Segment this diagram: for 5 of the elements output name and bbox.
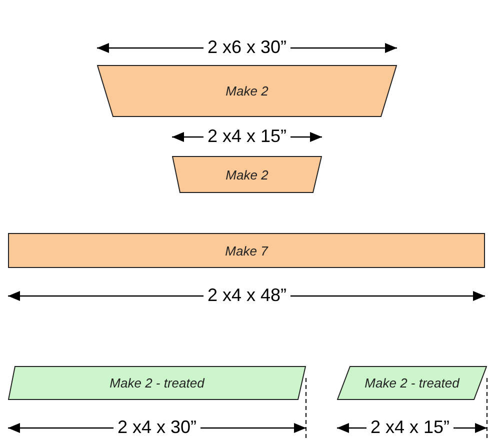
board-label: Make 2 <box>226 84 268 98</box>
board-label: Make 7 <box>225 243 268 258</box>
board-label: Make 2 - treated <box>364 376 460 390</box>
board-label: Make 2 <box>226 167 268 182</box>
board-label: Make 2 - treated <box>110 376 204 390</box>
